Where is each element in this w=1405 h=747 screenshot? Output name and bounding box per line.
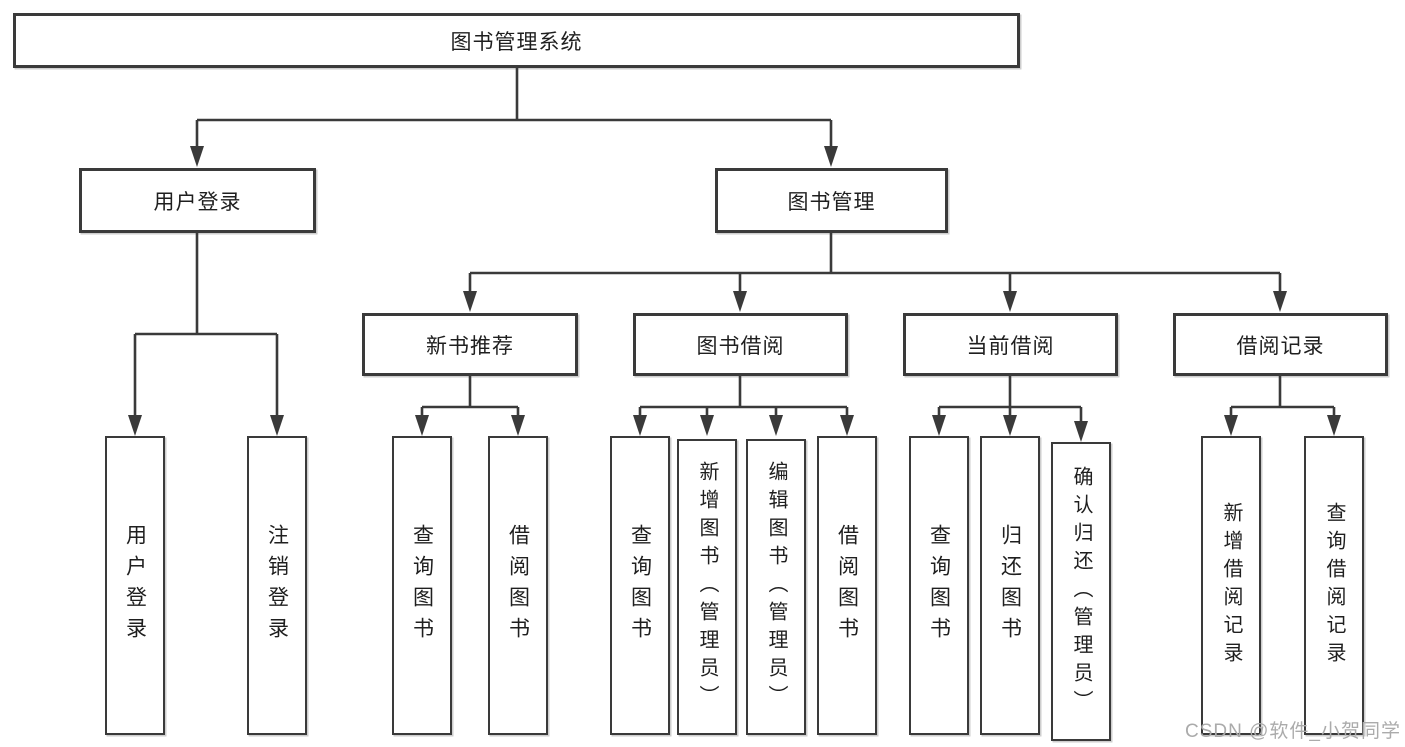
node-label: 图书管理系统 [450,30,583,54]
node-user-login: 用户登录 [79,168,316,233]
node-library-management-system: 图书管理系统 [13,13,1020,68]
leaf-current-query-books: 查询图书 [909,436,969,735]
leaf-records-add-record: 新增借阅记录 [1201,436,1261,735]
node-current-borrow: 当前借阅 [903,313,1118,376]
leaf-current-confirm-return-admin: 确认归还（管理员） [1051,442,1111,741]
leaf-user-login: 用户登录 [105,436,165,735]
leaf-label: 新增借阅记录 [1220,501,1242,670]
node-borrow-records: 借阅记录 [1173,313,1388,376]
leaf-borrow-query-books: 查询图书 [610,436,670,735]
leaf-label: 查询图书 [628,523,652,648]
leaf-label: 归还图书 [998,523,1022,648]
leaf-label: 确认归还（管理员） [1070,465,1092,718]
leaf-borrow-edit-books-admin: 编辑图书（管理员） [746,439,806,735]
leaf-recommend-query-books: 查询图书 [392,436,452,735]
node-book-management: 图书管理 [715,168,948,233]
watermark-text: CSDN @软件_小贺同学 [1185,721,1401,742]
leaf-label: 新增图书（管理员） [696,461,718,713]
node-label: 当前借阅 [966,334,1055,358]
node-label: 新书推荐 [426,334,514,358]
node-label: 图书管理 [787,190,876,214]
leaf-label: 查询图书 [927,523,951,648]
leaf-label: 用户登录 [123,523,147,648]
leaf-label: 借阅图书 [506,523,530,648]
node-new-book-recommend: 新书推荐 [362,313,578,376]
leaf-records-query-record: 查询借阅记录 [1304,436,1364,735]
leaf-label: 编辑图书（管理员） [765,461,787,713]
node-label: 用户登录 [153,190,242,214]
leaf-label: 注销登录 [265,523,289,648]
leaf-borrow-add-books-admin: 新增图书（管理员） [677,439,737,735]
leaf-borrow-borrow-books: 借阅图书 [817,436,877,735]
node-label: 图书借阅 [696,334,785,358]
node-label: 借阅记录 [1236,334,1325,358]
node-book-borrow: 图书借阅 [633,313,848,376]
leaf-recommend-borrow-books: 借阅图书 [488,436,548,735]
leaf-label: 借阅图书 [835,523,859,648]
leaf-label: 查询借阅记录 [1323,501,1345,670]
leaf-logout: 注销登录 [247,436,307,735]
leaf-label: 查询图书 [410,523,434,648]
leaf-current-return-books: 归还图书 [980,436,1040,735]
